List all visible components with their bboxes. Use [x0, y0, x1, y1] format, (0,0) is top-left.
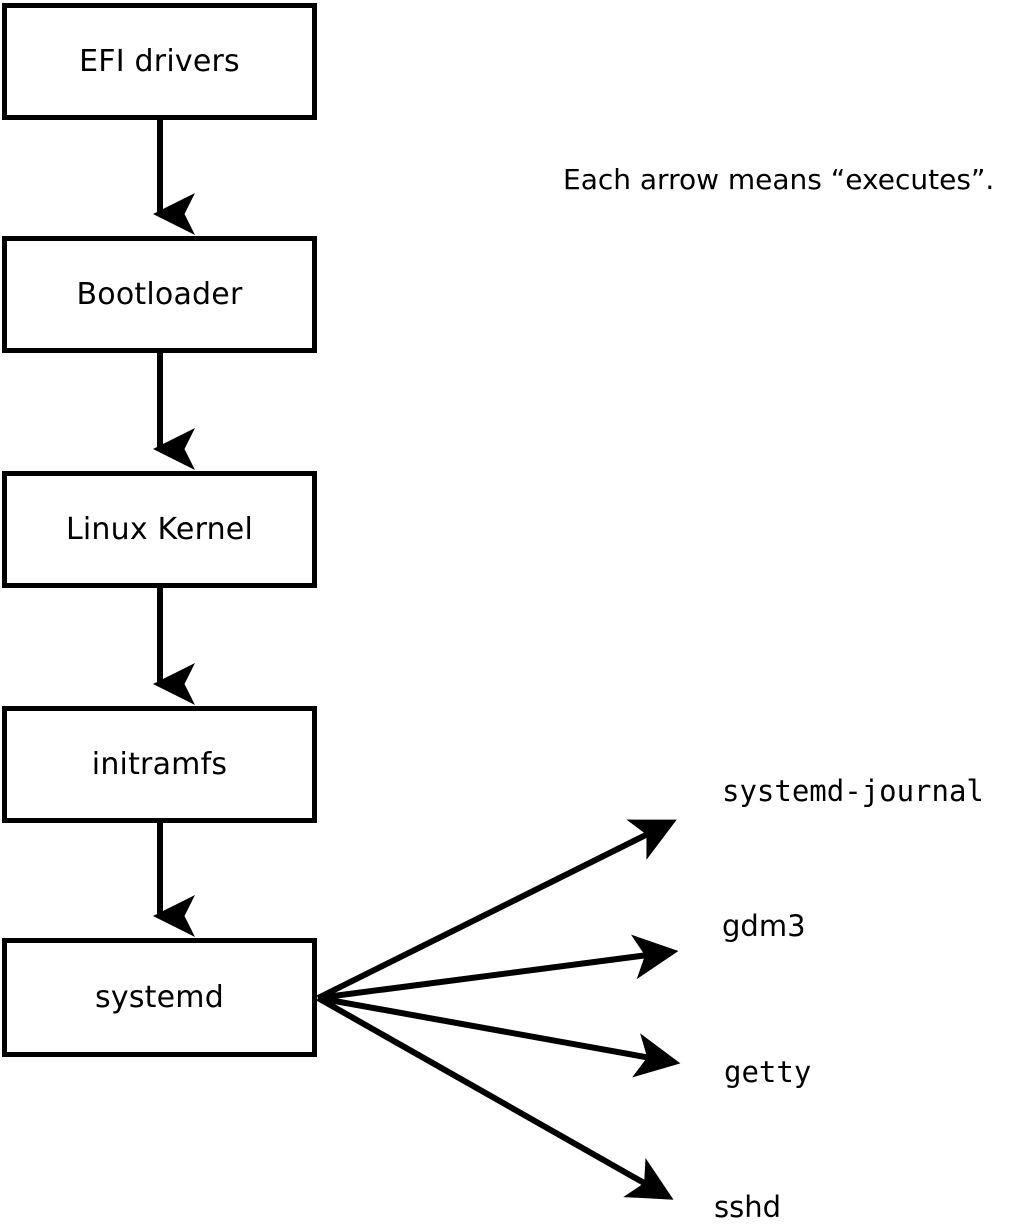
- node-initramfs[interactable]: initramfs: [2, 706, 317, 823]
- service-label-sshd[interactable]: sshd: [714, 1190, 782, 1224]
- fanout-arrow-gdm3: [317, 934, 679, 1001]
- node-efi-drivers[interactable]: EFI drivers: [2, 3, 317, 120]
- node-label-systemd: systemd: [95, 979, 224, 1015]
- node-bootloader[interactable]: Bootloader: [2, 236, 317, 353]
- legend-note: Each arrow means “executes”.: [563, 163, 995, 196]
- node-label-initramfs: initramfs: [91, 746, 228, 782]
- node-label-efi-drivers: EFI drivers: [79, 43, 240, 79]
- service-label-gdm3[interactable]: gdm3: [722, 909, 806, 943]
- fanout-arrow-getty: [317, 995, 681, 1078]
- fanout-arrow-sshd: [316, 995, 674, 1200]
- fanout-arrow-systemd-journal: [316, 819, 677, 1001]
- node-linux-kernel[interactable]: Linux Kernel: [2, 471, 317, 588]
- node-label-linux-kernel: Linux Kernel: [65, 511, 253, 547]
- node-systemd[interactable]: systemd: [2, 938, 317, 1057]
- node-label-bootloader: Bootloader: [76, 276, 243, 312]
- service-label-getty[interactable]: getty: [724, 1055, 812, 1089]
- service-label-systemd-journal[interactable]: systemd-journal: [722, 774, 984, 808]
